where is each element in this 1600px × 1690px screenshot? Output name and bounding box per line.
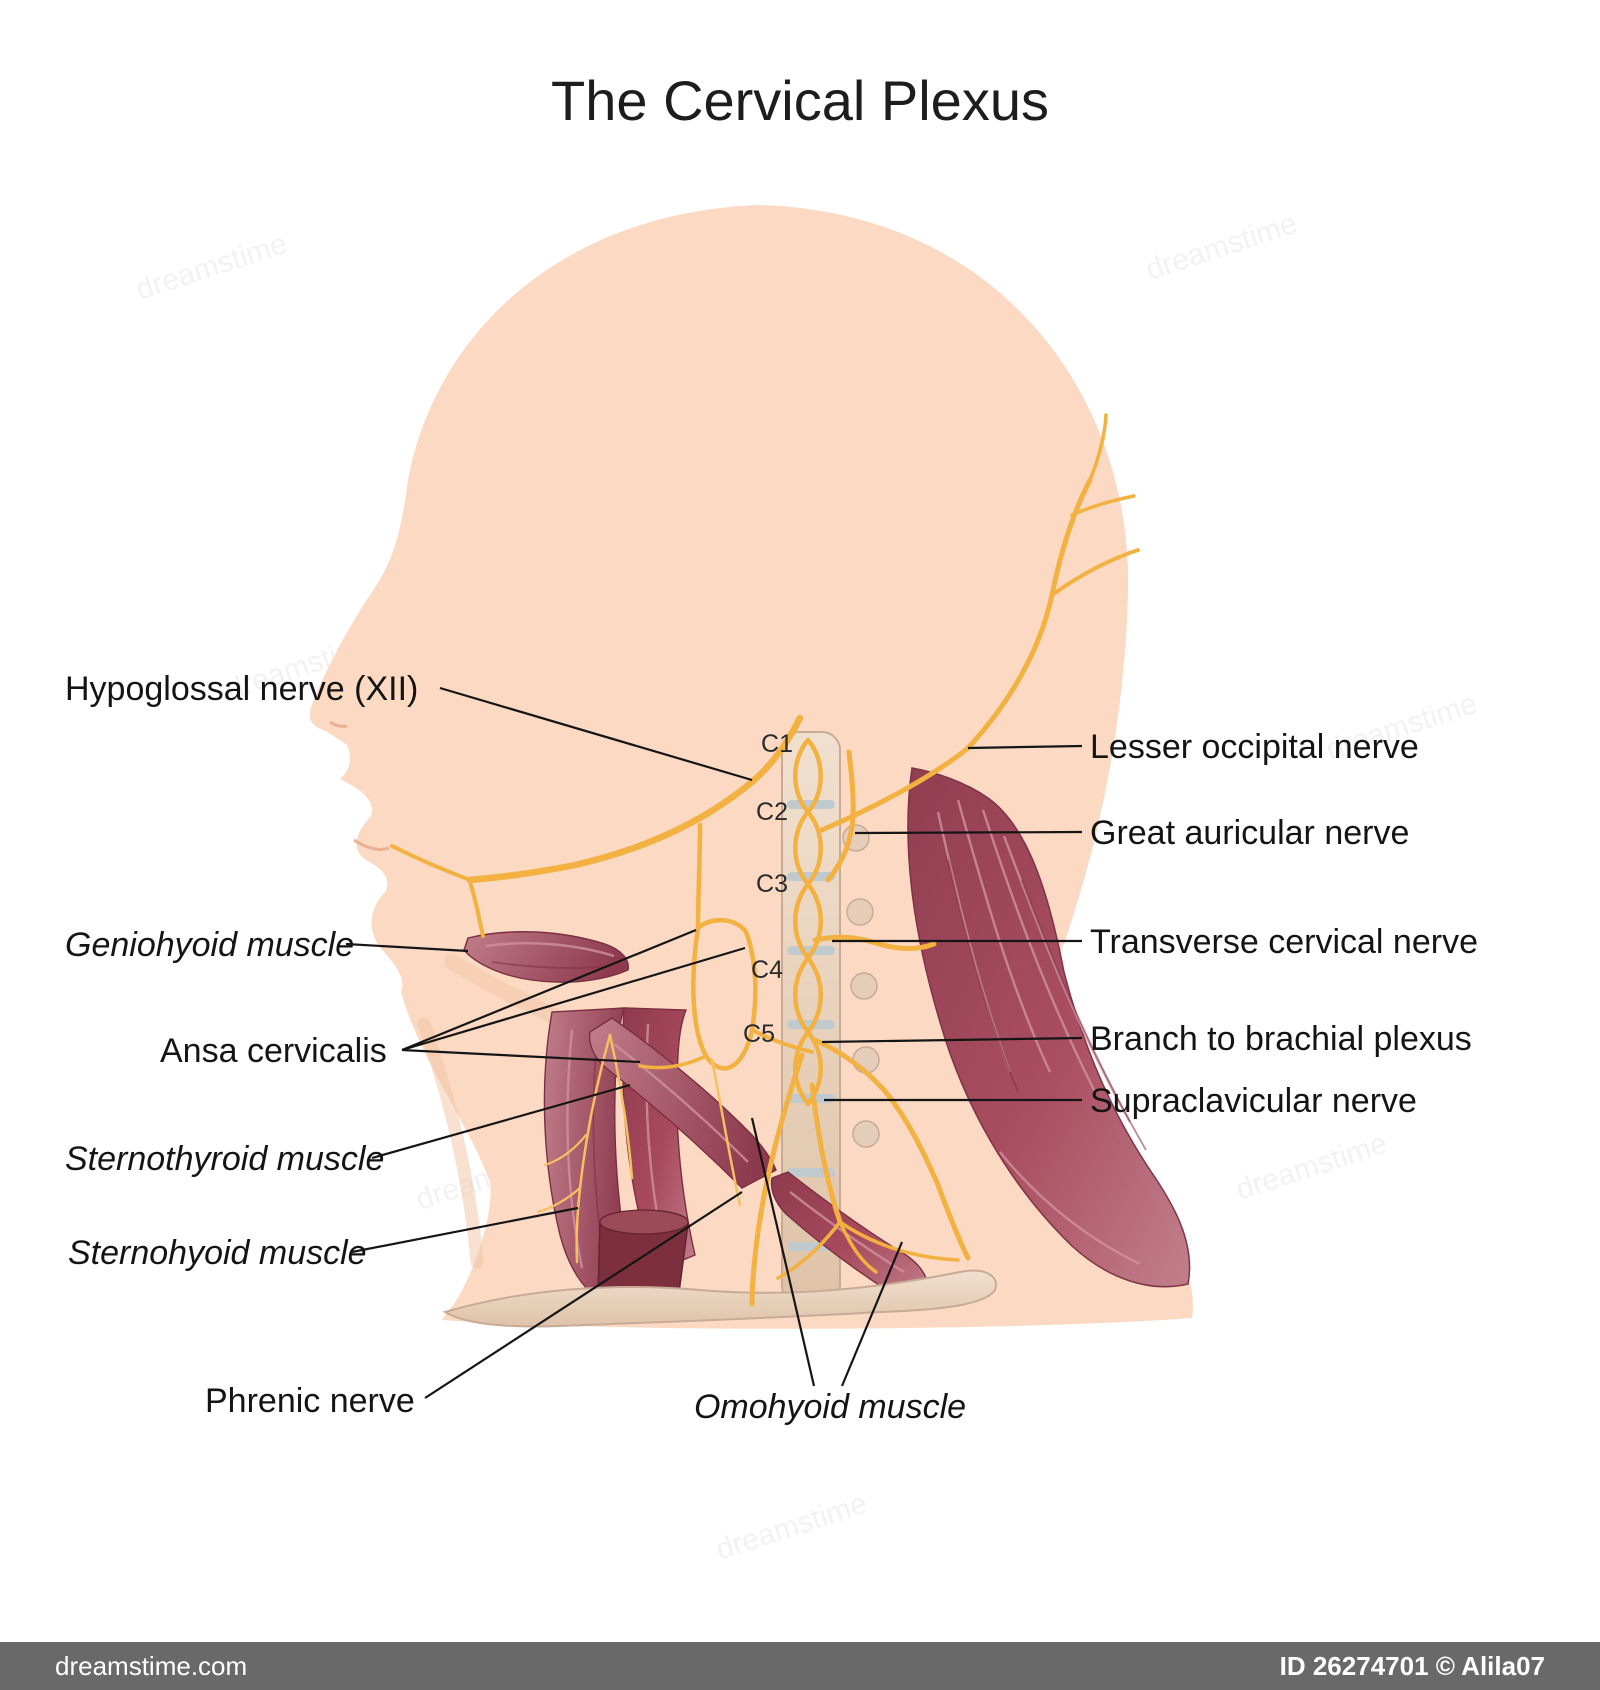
credit-id-text: ID 26274701 © Alila07 (1280, 1651, 1545, 1681)
spine-label-c3: C3 (756, 870, 788, 898)
lesser-occipital-nerve-path (819, 477, 1093, 833)
leader-phrenic (424, 1191, 743, 1399)
leader-hypoglossal (439, 686, 753, 782)
trapezius-striation (947, 859, 1019, 1093)
great-auricular-nerve-path (825, 749, 856, 883)
credit-site-text: dreamstime.com (55, 1651, 247, 1681)
trapezius-striation (999, 1151, 1141, 1266)
chain-loop-c4 (793, 955, 823, 1035)
supraclavicular-fan (838, 1220, 878, 1274)
phrenic-nerve-path (749, 1052, 805, 1307)
leader-ansa-2 (401, 946, 746, 1052)
credit-bar-background (0, 1642, 1600, 1690)
lesser-occipital-fork (1050, 548, 1140, 597)
credit-bar: dreamstime.com ID 26274701 © Alila07 (0, 1642, 1600, 1690)
process-bump (850, 972, 878, 1000)
label-hypoglossal-nerve: Hypoglossal nerve (XII) (65, 670, 418, 708)
descending-twig (710, 1058, 742, 1207)
watermark-text: dreamstime (1232, 1127, 1391, 1207)
leader-brachial-branch (821, 1036, 1083, 1044)
hypoglossal-nerve-path (466, 714, 804, 884)
annotation-labels: Hypoglossal nerve (XII) Geniohyoid muscl… (65, 670, 1478, 1426)
label-sternothyroid-muscle: Sternothyroid muscle (65, 1140, 384, 1178)
ansa-superior-root (695, 822, 703, 931)
ansa-muscle-branch (638, 1054, 708, 1070)
spine-label-c5: C5 (743, 1020, 775, 1048)
geniohyoid-striation (485, 942, 615, 958)
lesser-occipital-fork (1088, 413, 1108, 482)
spine-label-c2: C2 (756, 798, 788, 826)
transverse-cervical-nerve-path (812, 934, 937, 951)
hypoglossal-twig-geniohyoid (468, 880, 485, 938)
omohyoid-striation (613, 1043, 749, 1163)
leader-lines (345, 686, 1083, 1399)
watermark-text: dreamstime (712, 1487, 871, 1567)
nerve-network (390, 413, 1140, 1307)
label-great-auricular-nerve: Great auricular nerve (1090, 814, 1409, 852)
trapezius-striation (981, 809, 1097, 1093)
label-lesser-occipital-nerve: Lesser occipital nerve (1090, 728, 1419, 766)
process-bump (846, 898, 874, 926)
leader-omohyoid-2 (840, 1241, 904, 1387)
label-geniohyoid-muscle: Geniohyoid muscle (65, 926, 354, 964)
spine-label-c1: C1 (761, 730, 793, 758)
strap-muscle-twig (543, 1133, 588, 1167)
leader-sternothyroid (371, 1083, 631, 1160)
disc (787, 1168, 835, 1177)
spine-label-c4: C4 (751, 956, 783, 984)
label-sternohyoid-muscle: Sternohyoid muscle (68, 1234, 367, 1272)
leader-omohyoid-1 (750, 1117, 816, 1387)
chain-loop-c1 (793, 737, 823, 815)
trapezius-striation (1021, 879, 1147, 1151)
chain-loop-c2 (793, 809, 823, 887)
label-branch-to-brachial-plexus: Branch to brachial plexus (1090, 1020, 1472, 1058)
geniohyoid-striation (491, 961, 611, 969)
label-phrenic-nerve: Phrenic nerve (205, 1382, 415, 1420)
nostril-line (329, 720, 348, 728)
spine-labels: C1 C2 C3 C4 C5 (743, 730, 793, 1048)
mouth-line (353, 838, 390, 851)
process-bump (852, 1120, 880, 1148)
strap-muscle-nerve (608, 1033, 634, 1180)
strap-muscle-twig (536, 1186, 582, 1214)
label-omohyoid-muscle: Omohyoid muscle (694, 1388, 966, 1426)
hypoglossal-twig-mouth (390, 844, 472, 882)
label-ansa-cervicalis: Ansa cervicalis (160, 1032, 387, 1070)
neck-front-shading (417, 1017, 484, 1269)
cut-muscle-face (599, 1209, 689, 1235)
leader-sternohyoid (351, 1206, 579, 1254)
leader-great-auricular (854, 830, 1083, 835)
label-supraclavicular-nerve: Supraclavicular nerve (1090, 1082, 1417, 1120)
watermark-text: dreamstime (1142, 207, 1301, 287)
watermark-text: dreamstime (132, 227, 291, 307)
trapezius-shape (907, 767, 1191, 1288)
brachial-plexus-branch-path (812, 1037, 971, 1261)
leader-geniohyoid (345, 942, 469, 953)
strap-muscle-nerve (575, 1033, 612, 1264)
label-transverse-cervical-nerve: Transverse cervical nerve (1090, 923, 1478, 961)
ansa-cervicalis-loop (691, 918, 758, 1071)
leader-ansa-3 (401, 1048, 641, 1064)
neck-muscles (463, 931, 927, 1306)
ansa-inferior-root (750, 1028, 814, 1054)
leader-lesser-occipital (967, 744, 1083, 750)
chain-loop-c3 (793, 881, 823, 961)
lesser-occipital-fork (1070, 494, 1136, 517)
leader-ansa-1 (401, 928, 697, 1052)
supraclavicular-fan (776, 1220, 842, 1280)
clavicle-bone (442, 1269, 997, 1328)
page-title: The Cervical Plexus (551, 69, 1049, 132)
supraclavicular-nerve-path (809, 1082, 843, 1225)
